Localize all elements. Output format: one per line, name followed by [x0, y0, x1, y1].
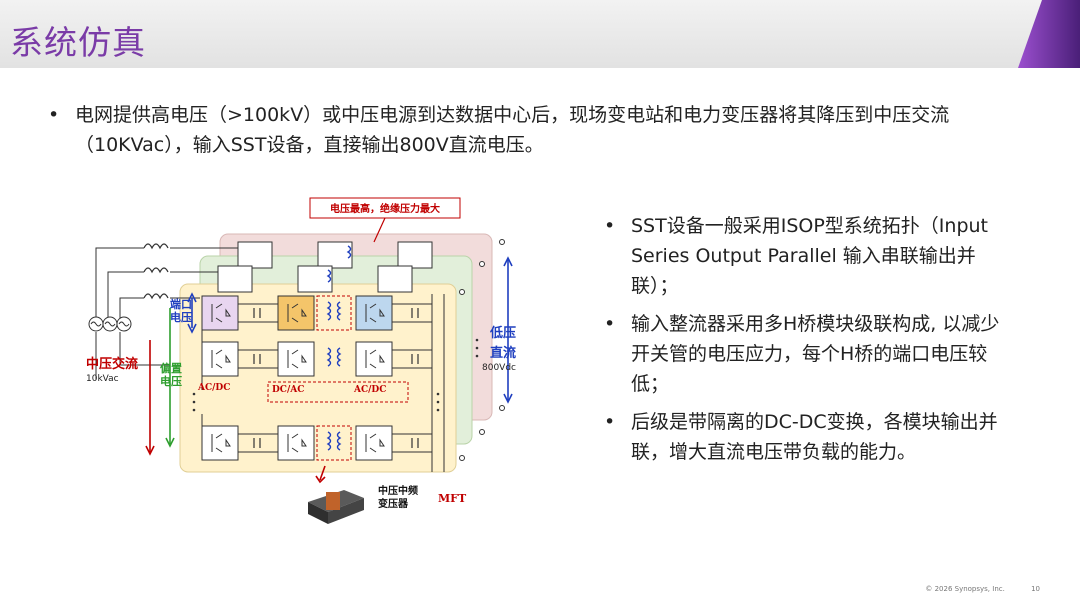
bullet-dot: •: [48, 104, 60, 126]
bullet-text: 后级是带隔离的DC-DC变换，各模块输出并联，增大直流电压带负载的能力。: [631, 411, 998, 463]
stage-acdc-left: AC/DC: [197, 383, 230, 393]
bullet-dot: •: [604, 411, 616, 433]
capacitor-icons: [253, 308, 419, 448]
bullet-dot: •: [604, 215, 616, 237]
mv-ac-value: 10kVac: [86, 374, 119, 384]
callout-arrow: [373, 217, 386, 243]
output-terminals: [459, 239, 505, 461]
bullet-text: 电网提供高电压（>100kV）或中压电源到达数据中心后，现场变电站和电力变压器将…: [75, 104, 950, 156]
topology-bullets: • SST设备一般采用ISOP型系统拓扑（Input Series Output…: [604, 211, 1004, 475]
bullet-item: • 输入整流器采用多H桥模块级联构成, 以减少开关管的电压应力，每个H桥的端口电…: [604, 309, 1004, 399]
inductor-icons: [143, 243, 169, 300]
corner-accent: [1018, 0, 1080, 68]
back-modules: [217, 241, 433, 293]
stage-dcac: DC/AC: [272, 385, 304, 395]
mv-ac-label: 中压交流: [86, 356, 138, 372]
callout-text: 电压最高，绝缘压力最大: [330, 202, 440, 215]
stage-dashed-box: [267, 381, 409, 403]
page-number: 10: [1031, 585, 1040, 593]
ac-source-icons: [88, 316, 132, 332]
continuation-dots: [192, 338, 479, 412]
bullet-item: • 电网提供高电压（>100kV）或中压电源到达数据中心后，现场变电站和电力变压…: [48, 100, 1008, 160]
bias-voltage-label: 偏置电压: [160, 361, 182, 388]
switch-icons: [211, 303, 385, 453]
slide-title: 系统仿真: [10, 23, 146, 62]
front-modules: [201, 295, 393, 461]
bullet-dot: •: [604, 313, 616, 335]
module-wires: [201, 294, 445, 472]
voltage-arrows: [145, 256, 513, 484]
copyright: © 2026 Synopsys, Inc.: [925, 585, 1005, 593]
transformer-icons: [316, 245, 352, 461]
sst-topology-diagram: 电压最高，绝缘压力最大 端口电压 偏置电压 中压交流 10kVac 低压直流 8…: [86, 197, 516, 524]
lv-dc-value: 800Vdc: [482, 363, 516, 373]
intro-bullets: • 电网提供高电压（>100kV）或中压电源到达数据中心后，现场变电站和电力变压…: [48, 100, 1008, 160]
footer: © 2026 Synopsys, Inc. 10: [901, 585, 1040, 593]
bullet-text: 输入整流器采用多H桥模块级联构成, 以减少开关管的电压应力，每个H桥的端口电压较…: [631, 313, 1000, 395]
stage-acdc-right: AC/DC: [353, 385, 386, 395]
bullet-text: SST设备一般采用ISOP型系统拓扑（Input Series Output P…: [631, 215, 989, 297]
bullet-item: • SST设备一般采用ISOP型系统拓扑（Input Series Output…: [604, 211, 1004, 301]
ac-lines: [95, 247, 238, 380]
bullet-item: • 后级是带隔离的DC-DC变换，各模块输出并联，增大直流电压带负载的能力。: [604, 407, 1004, 467]
mft-transformer-icon: [308, 490, 364, 524]
mft-label: MFT: [438, 492, 467, 505]
title-bar: 系统仿真: [0, 0, 1080, 68]
transformer-label: 中压中频变压器: [378, 484, 418, 510]
port-voltage-label: 端口电压: [170, 297, 192, 324]
lv-dc-label: 低压直流: [489, 325, 516, 361]
